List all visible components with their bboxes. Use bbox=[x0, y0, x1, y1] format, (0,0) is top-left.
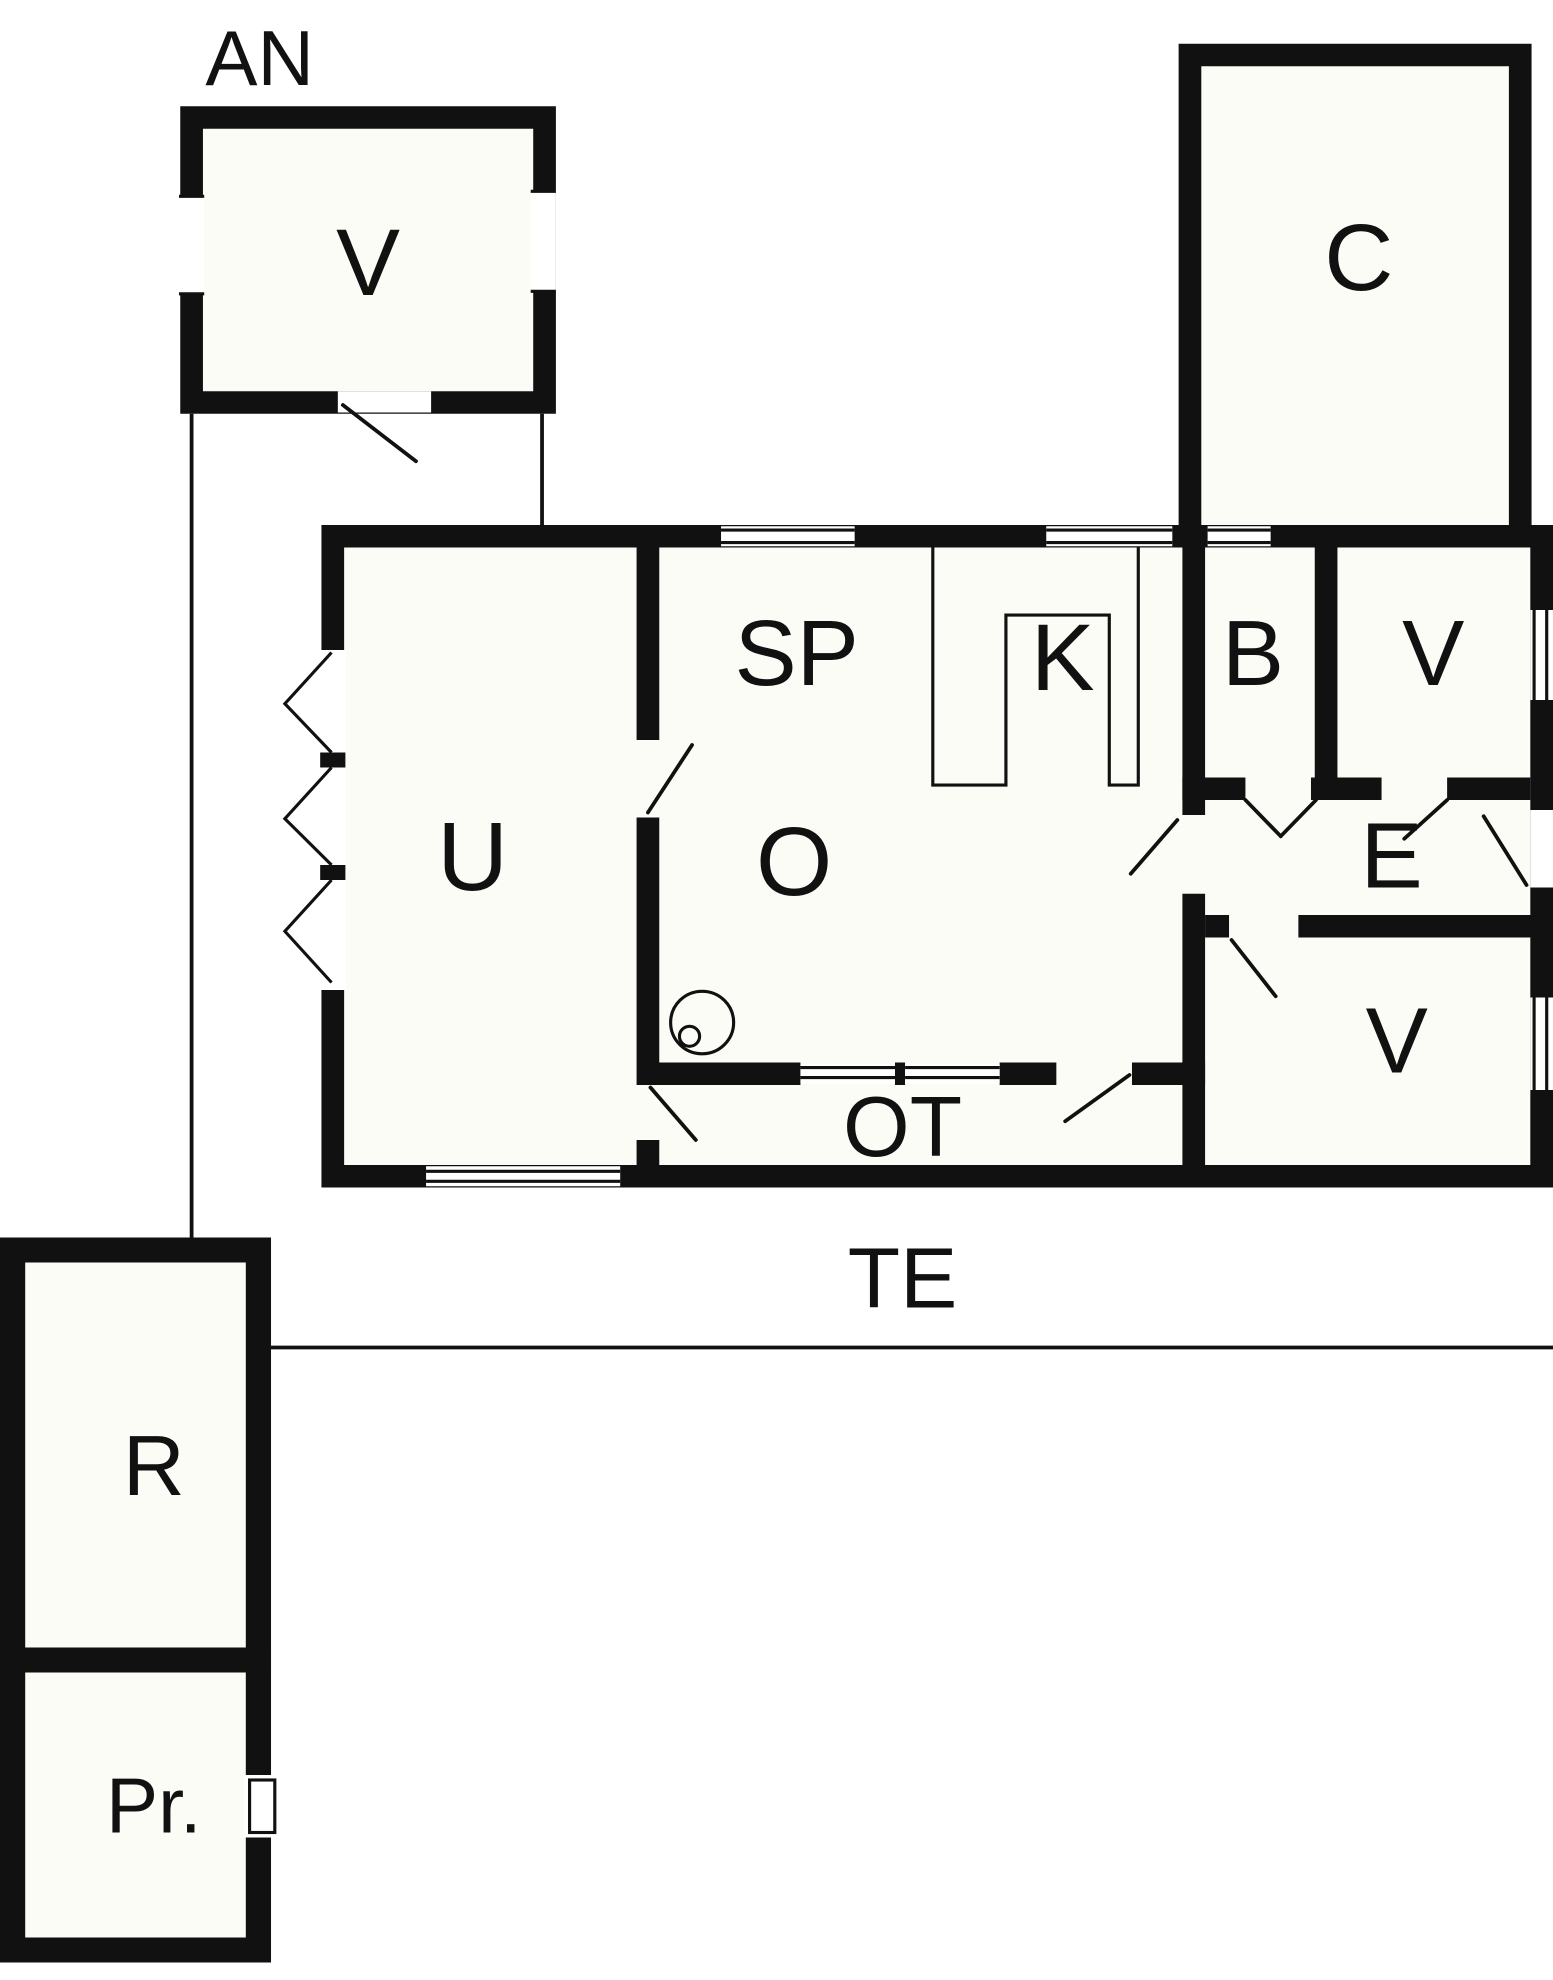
annex-building bbox=[178, 106, 556, 464]
window bbox=[244, 1775, 277, 1838]
room-label-k: K bbox=[1031, 605, 1095, 711]
terrace-outline bbox=[189, 413, 1553, 1350]
window bbox=[178, 189, 556, 296]
room-label-b: B bbox=[1222, 601, 1284, 705]
room-label-r: R bbox=[123, 1419, 185, 1514]
door-swing bbox=[337, 391, 432, 464]
room-label-u: U bbox=[437, 801, 508, 911]
room-label-v-e: V bbox=[1366, 989, 1428, 1093]
room-label-an: AN bbox=[205, 16, 314, 102]
room-label-pr: Pr. bbox=[106, 1764, 202, 1850]
stove-icon bbox=[669, 989, 736, 1056]
room-label-c: C bbox=[1324, 205, 1393, 311]
interior-walls bbox=[636, 547, 1553, 1188]
bay-window bbox=[282, 650, 346, 990]
room-label-v-ne: V bbox=[1402, 601, 1464, 705]
window bbox=[426, 1166, 621, 1187]
window bbox=[721, 526, 1271, 547]
window bbox=[800, 1063, 1000, 1084]
main-house bbox=[282, 525, 1553, 1188]
room-label-e: E bbox=[1361, 804, 1423, 908]
door-swing bbox=[646, 743, 1529, 1142]
room-label-o: O bbox=[756, 806, 832, 916]
room-label-annex-v: V bbox=[336, 210, 400, 316]
room-labels: AN V C SP K B V U O E V OT TE R Pr. bbox=[106, 16, 1464, 1849]
window bbox=[1530, 610, 1553, 1090]
room-label-ot: OT bbox=[843, 1081, 962, 1176]
outbuilding-divider-wall bbox=[0, 1647, 272, 1673]
outbuilding-body bbox=[0, 1237, 272, 1963]
room-label-te: TE bbox=[848, 1232, 958, 1327]
room-label-sp: SP bbox=[734, 601, 858, 705]
kitchen-counter bbox=[931, 547, 1140, 787]
outbuilding bbox=[0, 1237, 277, 1963]
